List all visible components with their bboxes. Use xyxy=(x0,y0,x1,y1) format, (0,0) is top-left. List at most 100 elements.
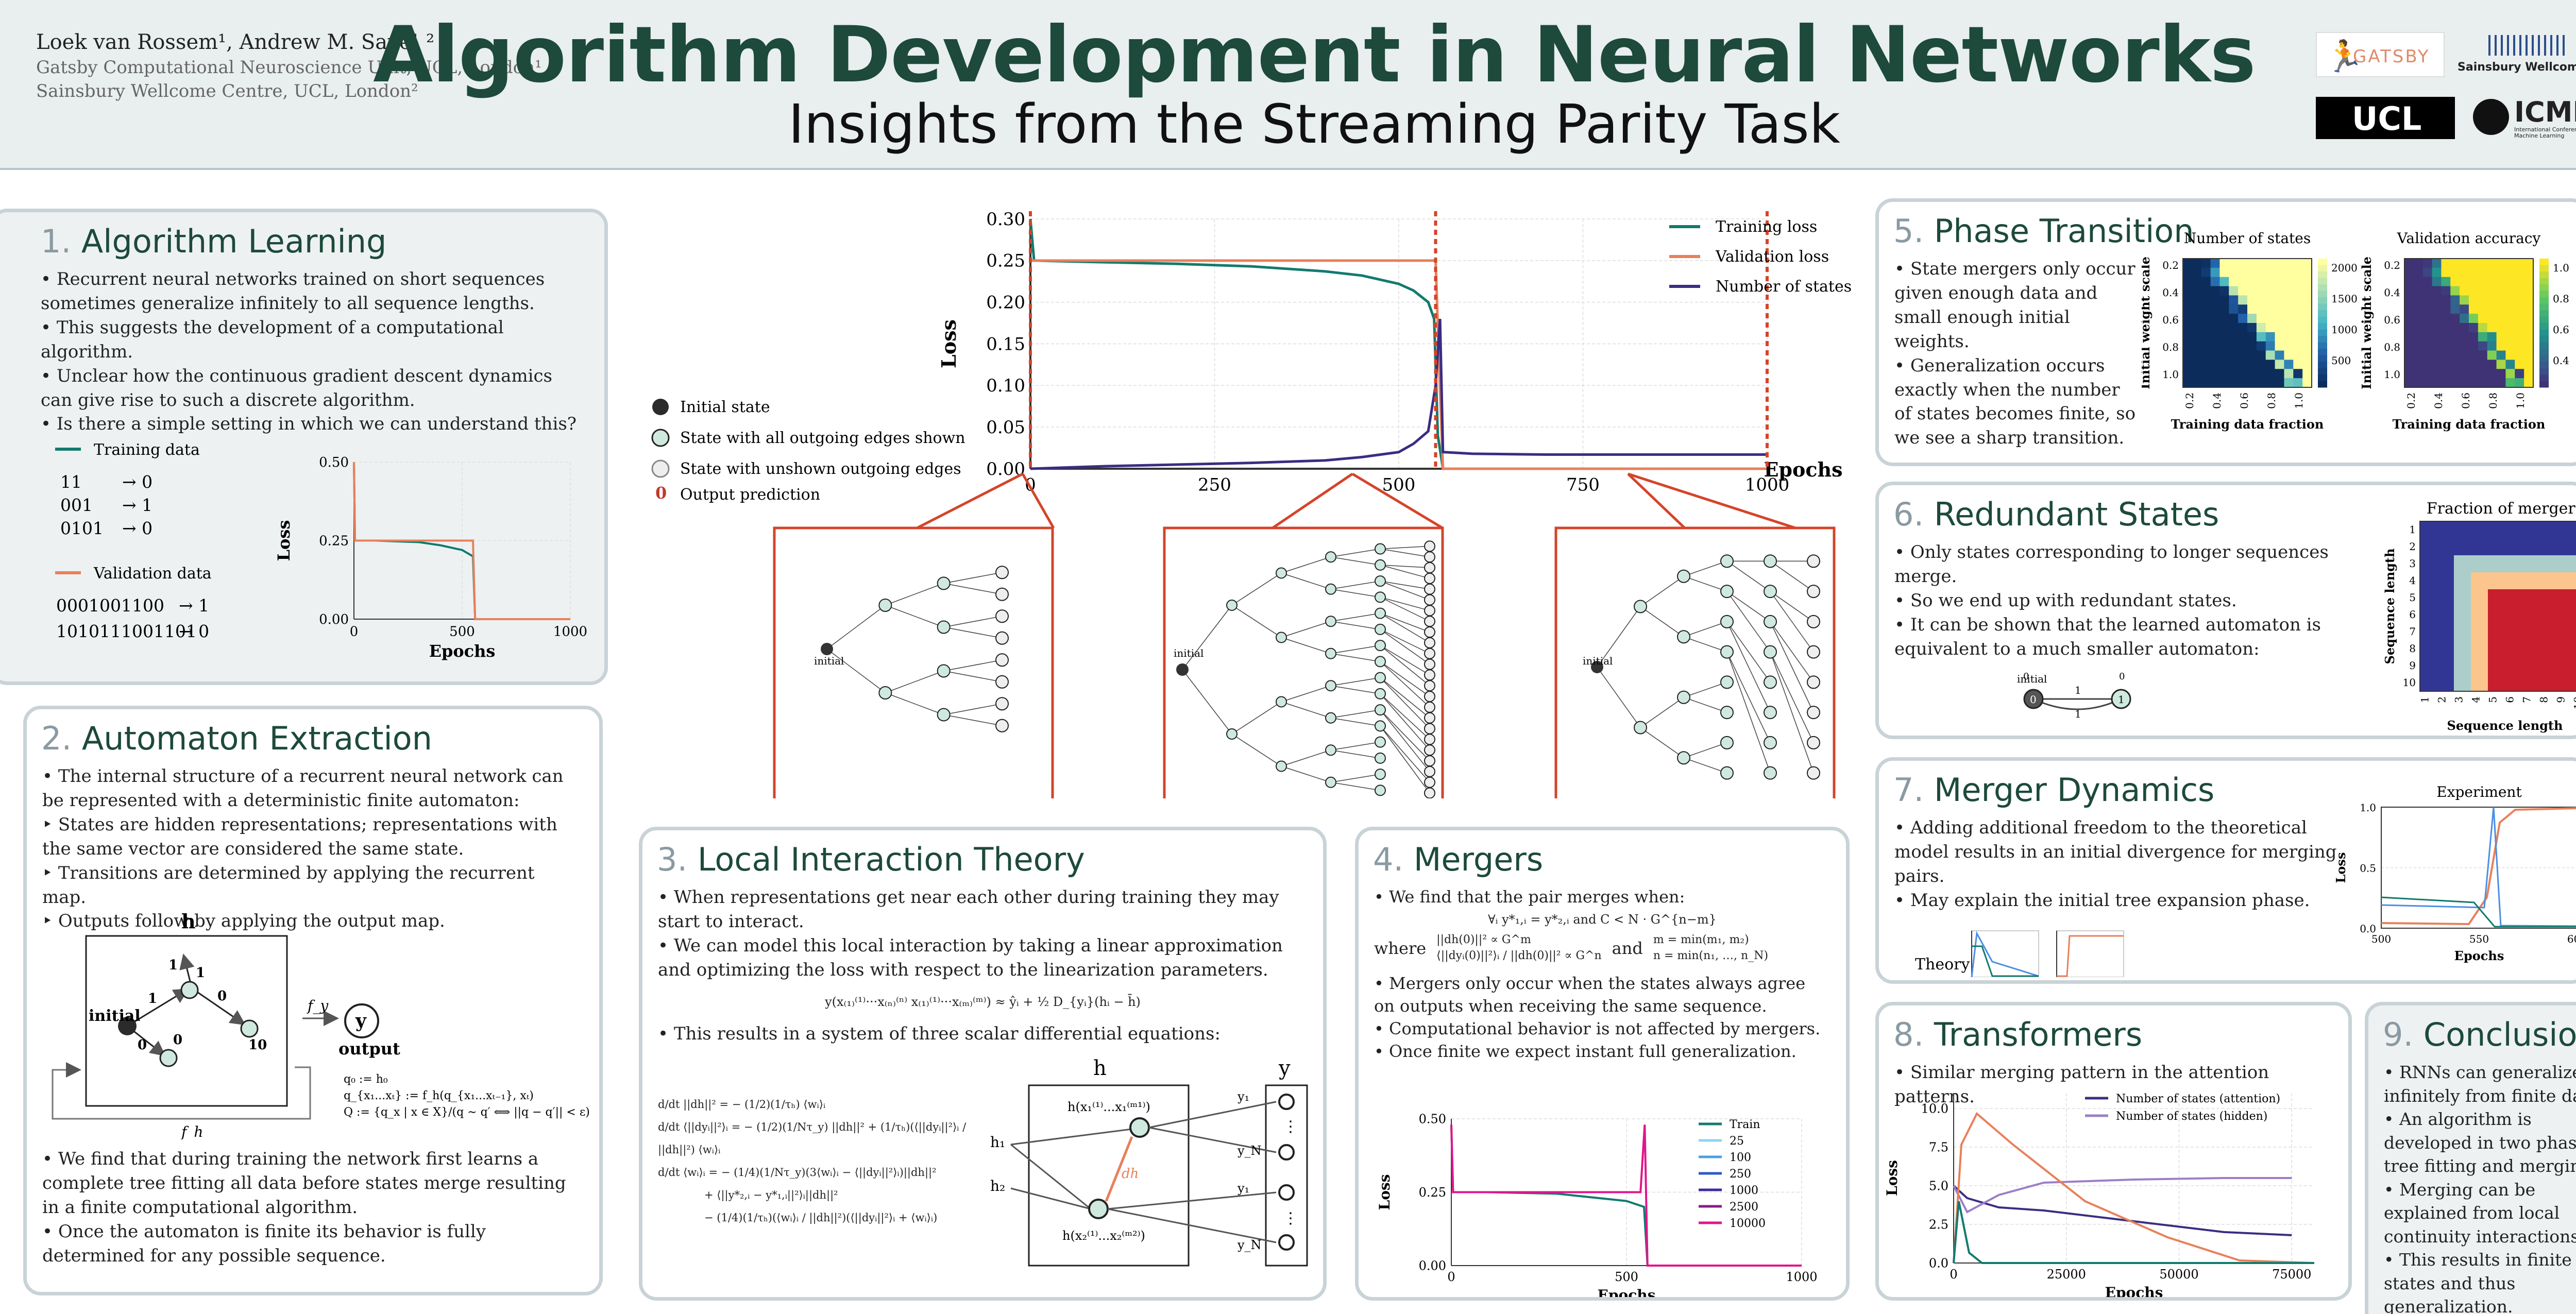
heatmap-cell xyxy=(2478,295,2488,305)
state-node xyxy=(1807,736,1820,749)
heatmap-cell xyxy=(2505,323,2515,333)
bullet: • Once the automaton is finite its behav… xyxy=(42,1221,486,1266)
panel-redundant-states: 6. Redundant States • Only states corres… xyxy=(1875,482,2576,739)
legend-item: State with all outgoing edges shown xyxy=(680,429,965,447)
state-node xyxy=(1424,776,1435,788)
bullet: • Computational behavior is not affected… xyxy=(1374,1019,1821,1039)
edge-label: 0 xyxy=(138,1037,147,1053)
state-node xyxy=(1375,543,1386,555)
yN-label: y_N xyxy=(1237,1144,1262,1158)
heatmap-cell xyxy=(2515,295,2524,305)
equation: + ⟨||y*₂,ᵢ − y*₁,ᵢ||²⟩ᵢ||dh||² xyxy=(704,1189,838,1202)
equation: q₀ := h₀ xyxy=(344,1073,388,1086)
swc-logo: Sainsbury Wellcome Centre xyxy=(2458,32,2576,78)
section-heading: Mergers xyxy=(1413,841,1544,878)
x-axis-label: Epochs xyxy=(1598,1287,1656,1299)
partial-state-icon xyxy=(651,459,670,478)
state-node xyxy=(1325,744,1336,756)
heatmap-cell xyxy=(2573,640,2576,658)
x-tick-label: 0.2 xyxy=(2405,393,2417,409)
heatmap-cell xyxy=(2256,314,2266,323)
heatmap-cell xyxy=(2505,657,2522,675)
x-tick-label: 1.0 xyxy=(2293,393,2305,409)
heatmap-cell xyxy=(2437,657,2454,675)
heatmap-cell xyxy=(2192,295,2202,305)
y-tick-label: 0.0 xyxy=(2360,923,2376,935)
heatmap-cell xyxy=(2460,360,2469,369)
heatmap-cell xyxy=(2441,286,2451,296)
heatmap-cell xyxy=(2275,369,2284,379)
heatmap-cell xyxy=(2192,369,2202,379)
state-node xyxy=(1764,766,1777,780)
state-node xyxy=(1424,691,1435,703)
initial-label: initial xyxy=(1174,647,1204,659)
heatmap-cell xyxy=(2487,369,2497,379)
heatmap-cell xyxy=(2247,332,2257,342)
heatmap-cell xyxy=(2450,323,2460,333)
panel-conclusion: 9. Conclusion • RNNs can generalize infi… xyxy=(2365,1002,2576,1314)
heatmap-cell xyxy=(2192,350,2202,360)
poster-header: Loek van Rossem¹, Andrew M. Saxe¹ ² Gats… xyxy=(0,0,2576,170)
state-node xyxy=(937,708,951,722)
heatmap-cell xyxy=(2302,314,2312,323)
heatmap-cell xyxy=(2450,314,2460,323)
heatmap-cell xyxy=(2210,286,2220,296)
heatmap-cell xyxy=(2441,350,2451,360)
section-title: 8. Transformers xyxy=(1893,1016,2348,1053)
heatmap-cell xyxy=(2284,341,2294,351)
heatmap-cell xyxy=(2522,572,2539,590)
state-node xyxy=(995,566,1009,579)
section-number: 2. xyxy=(41,720,72,757)
heatmap-cell xyxy=(2469,314,2479,323)
heatmap-cell xyxy=(2256,378,2266,388)
heatmap-cell xyxy=(2284,277,2294,287)
heatmap-cell xyxy=(2496,267,2506,278)
y-tick-label: 0.2 xyxy=(2384,259,2400,271)
heatmap-cell xyxy=(2192,259,2202,268)
section-body-2: • We find that during training the netwo… xyxy=(27,1147,599,1268)
bullet: • Adding additional freedom to the theor… xyxy=(1894,817,2337,886)
heatmap-cell xyxy=(2275,314,2284,323)
heatmap-cell xyxy=(2505,555,2522,573)
heatmap-cell xyxy=(2293,378,2303,388)
author-block: Loek van Rossem¹, Andrew M. Saxe¹ ² Gats… xyxy=(36,28,542,104)
state-node xyxy=(1375,623,1386,635)
heatmap-cell xyxy=(2210,277,2220,287)
val-out: → 0 xyxy=(179,621,209,641)
heatmap-cell xyxy=(2238,295,2248,305)
legend-label: 25 xyxy=(1730,1135,1744,1148)
heatmap-cell xyxy=(2505,286,2515,296)
heatmap-cell xyxy=(2515,259,2524,268)
heatmap-cell xyxy=(2420,555,2437,573)
state-node xyxy=(937,620,951,634)
state-node xyxy=(1375,607,1386,619)
heatmap-cell xyxy=(2183,286,2193,296)
state-node xyxy=(1720,615,1734,628)
section-heading: Algorithm Learning xyxy=(81,223,387,260)
series-line-Validation loss xyxy=(1030,259,1767,470)
heatmap-cell xyxy=(2460,295,2469,305)
heatmap-cell xyxy=(2404,314,2414,323)
state-node xyxy=(1325,712,1336,724)
heatmap-cell xyxy=(2284,350,2294,360)
node-label: 0 xyxy=(173,1032,182,1048)
colorbar-label: 1.0 xyxy=(2553,262,2569,274)
heatmap-cell xyxy=(2256,332,2266,342)
heatmap-cell xyxy=(2496,350,2506,360)
affiliation-1: Gatsby Computational Neuroscience Unit, … xyxy=(36,57,542,78)
heatmap-cell xyxy=(2420,657,2437,675)
heatmap-cell xyxy=(2247,323,2257,333)
heatmap-cell xyxy=(2219,314,2229,323)
heatmap-cell xyxy=(2413,267,2424,278)
y-tick-label: 2 xyxy=(2409,540,2416,553)
heatmap-cell xyxy=(2478,332,2488,342)
val-seq: 0001001100 xyxy=(56,595,164,616)
heatmap-cell xyxy=(2505,295,2515,305)
heatmap-cell xyxy=(2524,277,2534,287)
bullet: • This suggests the development of a com… xyxy=(41,317,504,362)
bullet: • When representations get near each oth… xyxy=(658,887,1279,932)
heatmap-cell xyxy=(2302,295,2312,305)
heatmap-cell xyxy=(2432,295,2442,305)
heatmap-cell xyxy=(2471,657,2488,675)
heatmap-cell xyxy=(2515,378,2524,388)
